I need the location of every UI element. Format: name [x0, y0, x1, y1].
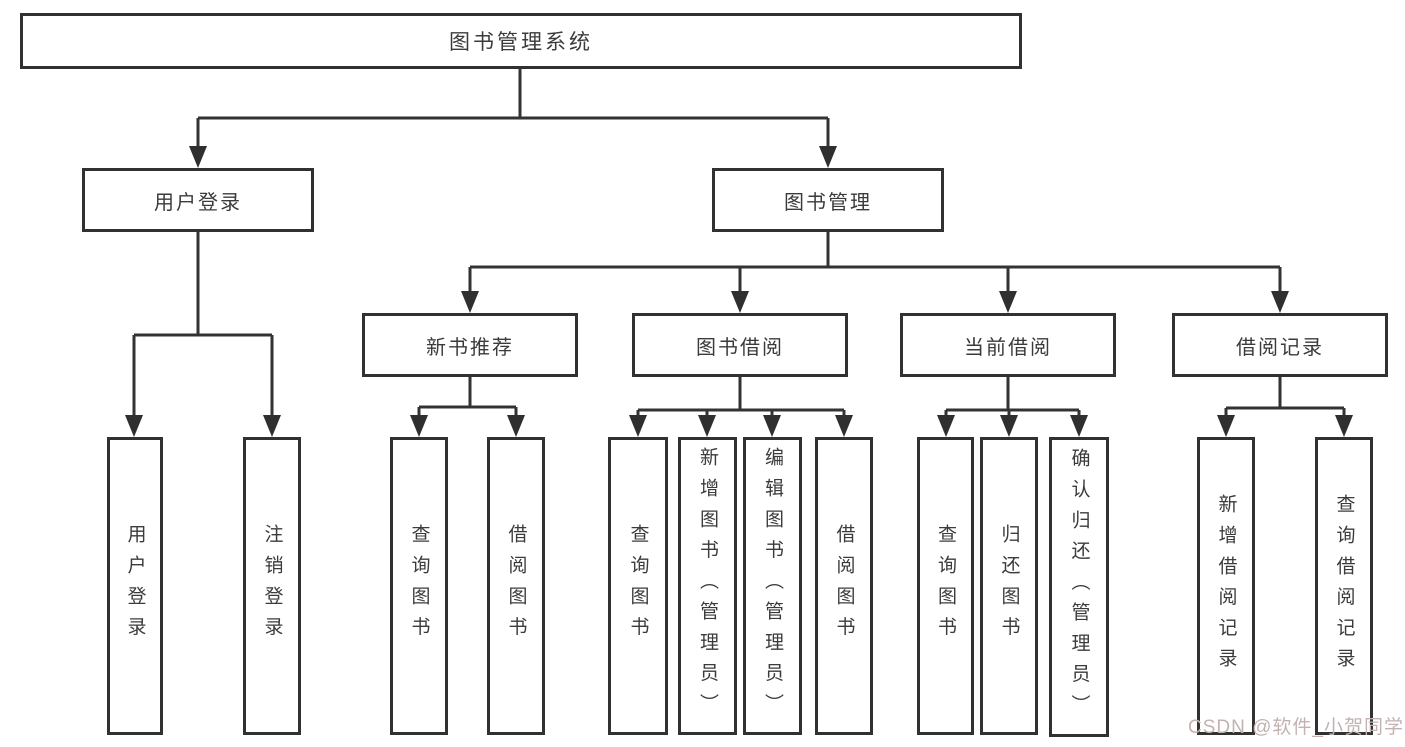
leaf-label: 新增图书（管理员） [697, 447, 718, 725]
node-book-management: 图书管理 [712, 168, 944, 232]
leaf-label: 查询借阅记录 [1333, 493, 1355, 679]
leaf-label: 用户登录 [124, 524, 146, 648]
leaf-borrow-book-1: 借阅图书 [487, 437, 545, 735]
connector-borrow-records [1217, 377, 1353, 437]
leaf-edit-book-admin: 编辑图书（管理员） [743, 437, 802, 735]
leaf-label: 编辑图书（管理员） [762, 447, 783, 725]
leaf-query-book-1: 查询图书 [390, 437, 448, 735]
connector-new-book [410, 377, 525, 437]
leaf-label: 确认归还（管理员） [1068, 448, 1090, 726]
connector-current-borrow [937, 377, 1088, 437]
leaf-borrow-book-2: 借阅图书 [815, 437, 873, 735]
leaf-add-book-admin: 新增图书（管理员） [678, 437, 737, 735]
leaf-label: 借阅图书 [833, 524, 855, 648]
node-book-borrow: 图书借阅 [632, 313, 848, 377]
connector-book-management [461, 232, 1289, 313]
connector-root [189, 68, 837, 168]
connector-user-login [125, 232, 281, 437]
leaf-label: 注销登录 [261, 524, 283, 648]
node-new-book-recommend: 新书推荐 [362, 313, 578, 377]
leaf-label: 归还图书 [998, 524, 1020, 648]
leaf-query-book-2: 查询图书 [608, 437, 668, 735]
leaf-label: 查询图书 [627, 524, 649, 648]
connector-book-borrow [629, 377, 853, 437]
leaf-confirm-return-admin: 确认归还（管理员） [1049, 437, 1109, 737]
leaf-logout: 注销登录 [243, 437, 301, 735]
node-current-borrow: 当前借阅 [900, 313, 1116, 377]
leaf-label: 查询图书 [935, 524, 956, 648]
leaf-query-book-3: 查询图书 [917, 437, 974, 735]
leaf-label: 查询图书 [408, 524, 430, 648]
leaf-return-book: 归还图书 [980, 437, 1038, 735]
node-root-system: 图书管理系统 [20, 13, 1022, 69]
leaf-label: 借阅图书 [505, 524, 527, 648]
node-borrow-records: 借阅记录 [1172, 313, 1388, 377]
leaf-add-borrow-record: 新增借阅记录 [1197, 437, 1255, 735]
leaf-user-login: 用户登录 [107, 437, 163, 735]
leaf-label: 新增借阅记录 [1215, 493, 1237, 679]
node-user-login: 用户登录 [82, 168, 314, 232]
leaf-query-borrow-record: 查询借阅记录 [1315, 437, 1373, 735]
